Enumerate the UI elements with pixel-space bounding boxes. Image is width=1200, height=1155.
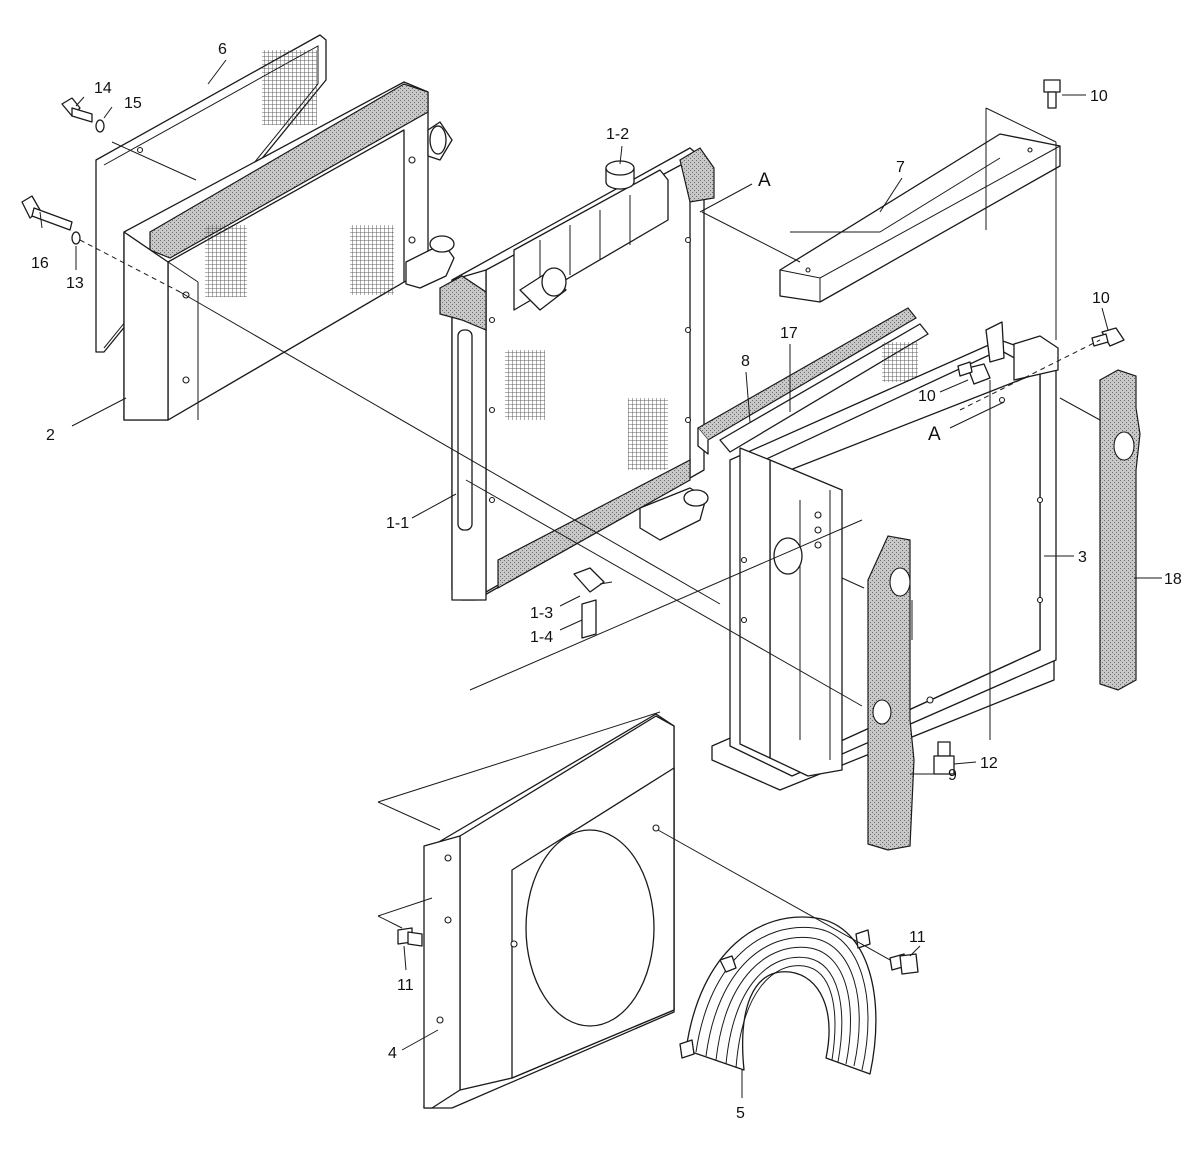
callout-7: 7 — [896, 159, 905, 176]
drain-hose-part-1-4 — [581, 599, 597, 639]
radiator-core-part-1-1 — [439, 147, 715, 601]
radiator-guard-part-2 — [123, 81, 455, 421]
callout-12: 12 — [980, 755, 998, 772]
callout-17: 17 — [780, 325, 798, 342]
callout-a-top: A — [758, 170, 771, 191]
fan-guard-part-5 — [679, 916, 877, 1075]
callout-a-mid: A — [928, 424, 941, 445]
callout-10-top: 10 — [1090, 88, 1108, 105]
top-bracket-part-7 — [779, 133, 1061, 303]
washer-part-13 — [71, 231, 81, 245]
callout-13: 13 — [66, 275, 84, 292]
seal-strip-part-8 — [697, 307, 917, 455]
bolt-part-10-top — [1043, 79, 1061, 109]
drain-cock-part-1-3 — [573, 567, 613, 593]
bolt-part-10-mid — [957, 361, 991, 385]
callout-10-mid: 10 — [918, 388, 936, 405]
bolt-part-11-right — [889, 953, 919, 975]
callout-4: 4 — [388, 1045, 397, 1062]
callout-3: 3 — [1078, 549, 1087, 566]
bolt-part-10-right — [1091, 327, 1125, 347]
bolt-part-12 — [933, 741, 955, 775]
callout-2: 2 — [46, 427, 55, 444]
callout-15: 15 — [124, 95, 142, 112]
mounting-frame-part-3 — [711, 321, 1059, 791]
side-seal-part-18 — [1099, 369, 1141, 691]
callout-1-1: 1-1 — [386, 515, 409, 532]
washer-part-15 — [95, 119, 105, 133]
callout-11-left: 11 — [397, 977, 414, 994]
seal-post-part-9 — [867, 535, 915, 851]
callout-6: 6 — [218, 41, 227, 58]
seal-strip-part-17 — [719, 323, 929, 453]
callout-8: 8 — [741, 353, 750, 370]
callout-14: 14 — [94, 80, 112, 97]
alignment-lines — [79, 107, 1101, 961]
callout-9: 9 — [948, 767, 957, 784]
callout-16: 16 — [31, 255, 49, 272]
wing-bolt-part-14 — [61, 97, 93, 123]
callout-10-right: 10 — [1092, 290, 1110, 307]
callout-1-4: 1-4 — [530, 629, 553, 646]
callout-1-3: 1-3 — [530, 605, 553, 622]
callout-18: 18 — [1164, 571, 1182, 588]
fan-shroud-part-4 — [423, 713, 675, 1109]
bolt-part-11-left — [397, 927, 423, 947]
callout-5: 5 — [736, 1105, 745, 1122]
leader-lines — [39, 59, 1162, 1098]
callout-11-right: 11 — [909, 929, 926, 946]
callout-1-2: 1-2 — [606, 126, 629, 143]
bolt-part-16 — [21, 195, 73, 231]
callout-labels: 6 14 15 16 13 2 1-2 A 1-1 1-3 1-4 10 7 1… — [31, 41, 1182, 1122]
